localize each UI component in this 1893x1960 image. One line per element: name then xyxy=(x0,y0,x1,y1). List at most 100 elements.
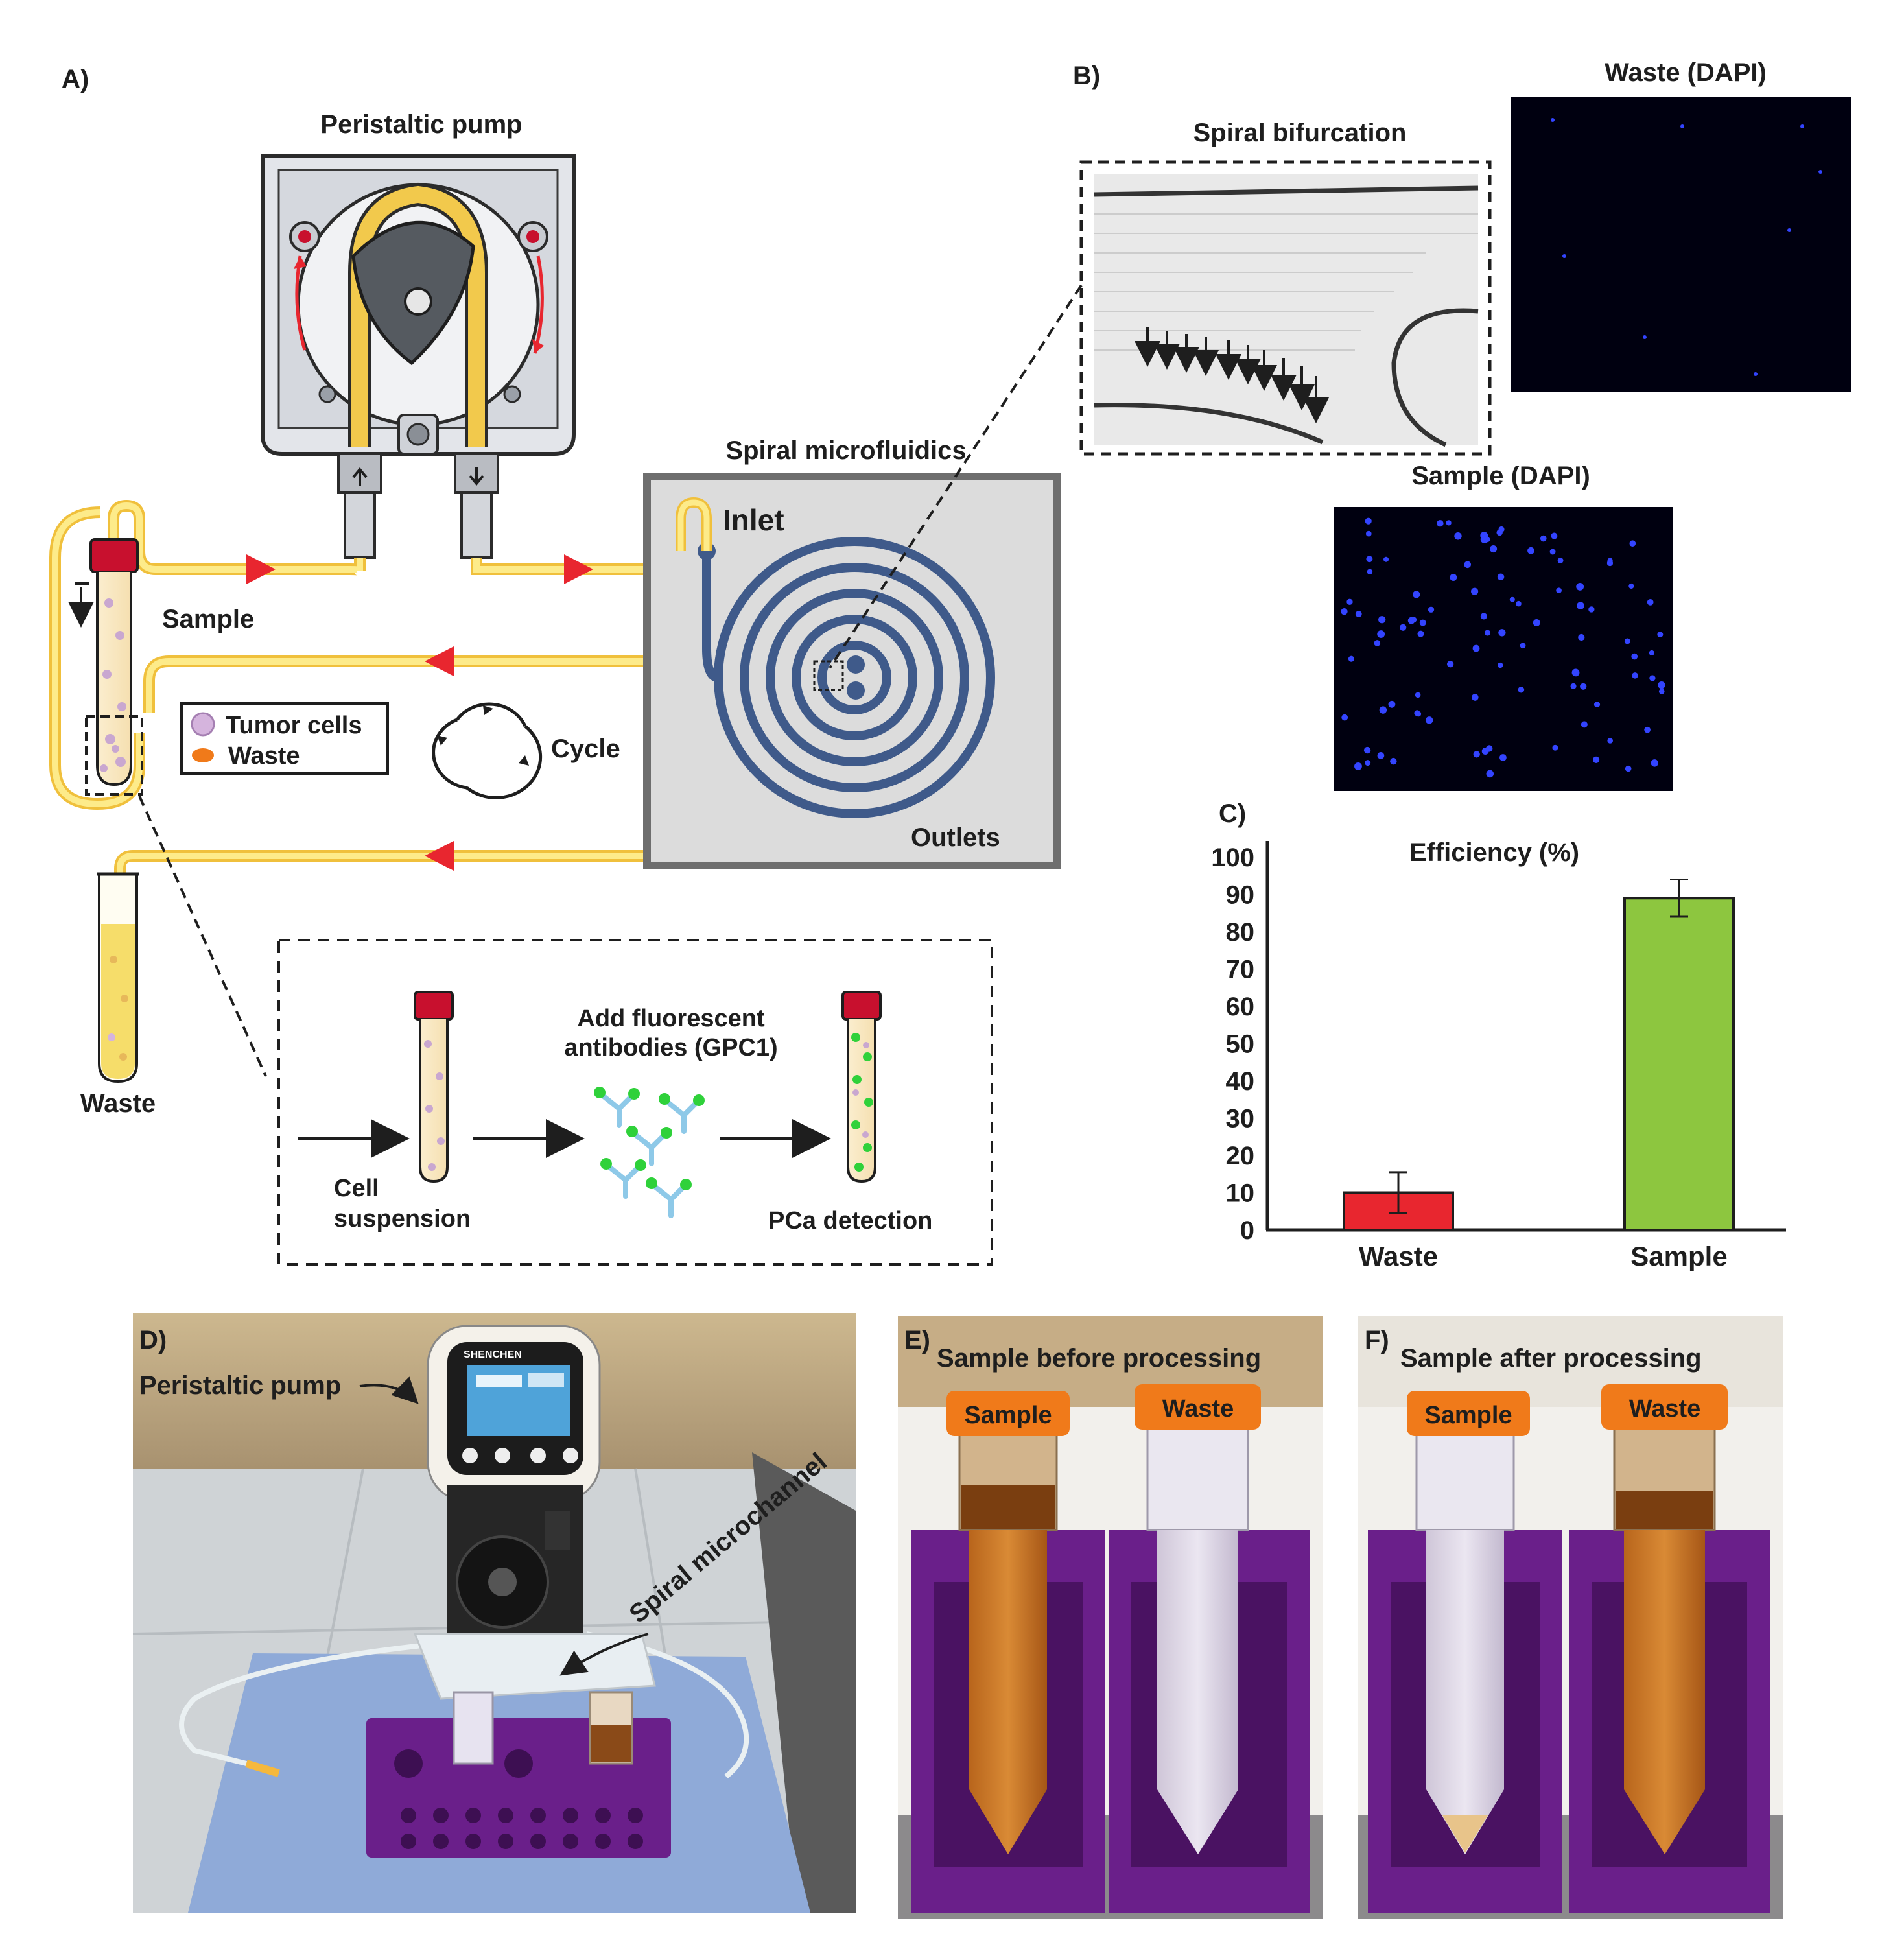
error-bar-waste xyxy=(1389,1171,1407,1214)
x-tick-label: Sample xyxy=(1630,1241,1727,1271)
nucleus-dot xyxy=(1365,530,1372,537)
nucleus-dot xyxy=(1497,662,1503,668)
sample-dapi-nuclei xyxy=(1341,517,1665,778)
nucleus-dot xyxy=(1577,602,1584,610)
panel-f-cap-waste: Waste xyxy=(1629,1395,1701,1423)
panel-e-cap-waste: Waste xyxy=(1162,1395,1234,1423)
nucleus-dot xyxy=(1649,650,1654,656)
y-tick-label: 0 xyxy=(1240,1216,1254,1245)
legend-tumor-cells: Tumor cells xyxy=(226,712,362,739)
nucleus-dot xyxy=(1379,706,1387,714)
nucleus-dot xyxy=(1624,638,1630,644)
nucleus-dot xyxy=(1388,700,1396,708)
waste-tube-label: Waste xyxy=(80,1089,156,1118)
panel-f-photo: Sample Waste F) Sample after processing xyxy=(1358,1316,1783,1919)
nucleus-dot xyxy=(1576,582,1584,591)
nucleus-dot xyxy=(1518,686,1525,693)
nucleus-dot xyxy=(1363,746,1371,754)
sample-tube xyxy=(68,538,143,796)
y-tick-label: 100 xyxy=(1211,844,1254,872)
nucleus-dot xyxy=(1472,644,1480,652)
nucleus-dot xyxy=(1346,598,1353,606)
nucleus-dot xyxy=(1486,770,1494,778)
nucleus-dot xyxy=(1570,683,1577,689)
y-tick-label: 10 xyxy=(1226,1179,1255,1208)
pump-title: Peristaltic pump xyxy=(320,110,522,139)
nucleus-dot xyxy=(1552,744,1558,751)
nucleus-dot xyxy=(1649,675,1656,681)
zoom-leader-line xyxy=(138,796,267,1077)
panel-d-photo: SHENCHEN D) Peristaltic pump xyxy=(132,1313,856,1913)
nucleus-dot xyxy=(1472,694,1479,701)
cell-suspension-line2: suspension xyxy=(334,1205,471,1233)
nucleus-dot xyxy=(1632,672,1638,679)
nucleus-dot xyxy=(1480,532,1488,540)
nucleus-dot xyxy=(1471,587,1479,595)
nucleus-dot xyxy=(1520,643,1526,649)
nucleus-dot xyxy=(1446,661,1454,668)
y-tick-label: 80 xyxy=(1226,918,1255,947)
nucleus-dot xyxy=(1571,668,1580,677)
pca-detection-label: PCa detection xyxy=(768,1207,932,1234)
panel-d-letter: D) xyxy=(139,1326,167,1354)
y-tick-label: 40 xyxy=(1226,1067,1255,1096)
panel-e-photo: Sample Waste E) Sample before processing xyxy=(898,1316,1323,1919)
nucleus-dot xyxy=(1480,613,1487,620)
nucleus-dot xyxy=(1464,561,1472,569)
peristaltic-pump-illustration xyxy=(261,154,576,559)
nucleus-dot xyxy=(1581,721,1588,728)
workflow-box: Add fluorescent antibodies (GPC1) Cell s… xyxy=(277,939,993,1266)
panel-b: B) Spiral bifurcation xyxy=(829,58,1851,791)
nucleus-dot xyxy=(1454,532,1462,540)
nucleus-dot xyxy=(1411,617,1417,622)
inlet-label: Inlet xyxy=(723,503,784,537)
error-bar-sample xyxy=(1670,879,1688,918)
nucleus-dot xyxy=(1490,545,1498,553)
nucleus-dot xyxy=(1497,573,1505,580)
waste-dapi-image xyxy=(1511,97,1851,392)
panel-c-letter: C) xyxy=(1219,799,1246,828)
nucleus-dot xyxy=(1383,556,1389,562)
x-tick-label: Waste xyxy=(1359,1241,1438,1271)
nucleus-dot xyxy=(1496,529,1503,536)
nucleus-dot xyxy=(1365,517,1372,525)
nucleus-dot xyxy=(1647,598,1654,606)
cycle-label: Cycle xyxy=(551,735,620,763)
panel-a: A) Peristaltic pump xyxy=(49,65,1061,1266)
nucleus-dot xyxy=(1425,716,1433,724)
nucleus-dot xyxy=(1450,574,1457,581)
nucleus-dot xyxy=(1413,591,1420,598)
legend-box: Tumor cells Waste xyxy=(180,702,389,775)
nucleus-dot xyxy=(1377,630,1385,638)
y-tick-label: 90 xyxy=(1226,881,1255,910)
panel-c-chart: C) Efficiency (%) 0102030405060708090100… xyxy=(1211,799,1786,1271)
nucleus-dot xyxy=(1437,519,1444,527)
nucleus-dot xyxy=(1378,616,1386,624)
nucleus-dot xyxy=(1473,751,1480,758)
nucleus-dot xyxy=(1625,765,1632,772)
outlets-label: Outlets xyxy=(911,823,1000,852)
nucleus-dot xyxy=(1390,757,1397,765)
nucleus-dot xyxy=(1499,754,1507,761)
cycle-icon xyxy=(432,702,543,799)
y-tick-label: 20 xyxy=(1226,1142,1255,1170)
nucleus-dot xyxy=(1644,726,1651,733)
panel-a-letter: A) xyxy=(62,65,89,93)
y-tick-label: 60 xyxy=(1226,993,1255,1021)
waste-tube xyxy=(97,872,139,1083)
nucleus-dot xyxy=(1606,560,1614,567)
nucleus-dot xyxy=(1355,611,1362,617)
nucleus-dot xyxy=(1658,681,1665,689)
nucleus-dot xyxy=(1516,600,1522,607)
nucleus-dot xyxy=(1527,547,1534,554)
legend-waste: Waste xyxy=(228,742,300,770)
add-antibodies-line1: Add fluorescent xyxy=(577,1005,765,1032)
sample-dapi-title: Sample (DAPI) xyxy=(1411,462,1590,490)
nucleus-dot xyxy=(1533,619,1540,627)
panel-e-title: Sample before processing xyxy=(937,1344,1261,1373)
bifurcation-micrograph xyxy=(1094,174,1479,447)
spiral-bifurcation-title: Spiral bifurcation xyxy=(1193,119,1407,147)
nucleus-dot xyxy=(1348,655,1354,662)
nucleus-dot xyxy=(1607,738,1613,744)
